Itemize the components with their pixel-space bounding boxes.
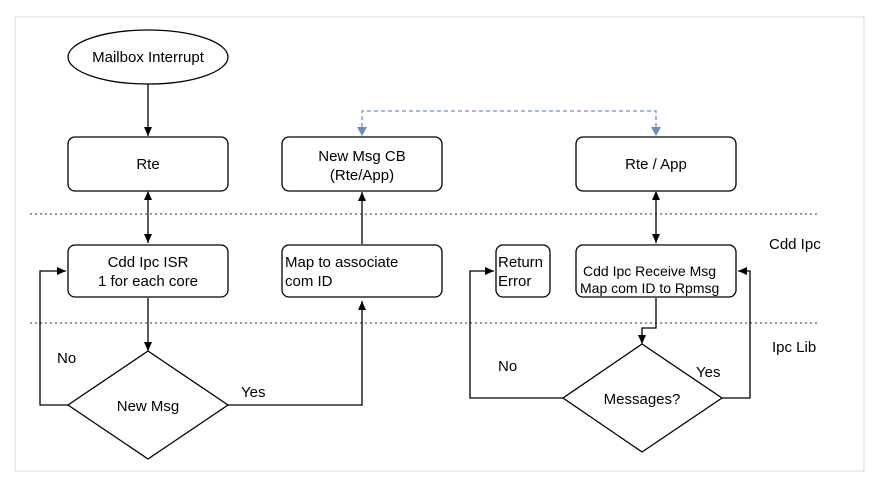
layer-label-cdd-ipc: Cdd Ipc bbox=[769, 236, 821, 253]
edge-receive-to-messages bbox=[638, 298, 657, 344]
edge-label-left-no: No bbox=[57, 350, 76, 367]
node-return-error-line1: Return bbox=[498, 254, 543, 271]
node-new-msg-cb-line2: (Rte/App) bbox=[330, 167, 394, 184]
edge-newmsg-no-loop bbox=[39, 267, 68, 406]
edge-label-left-yes: Yes bbox=[241, 384, 265, 401]
node-map-associate-line2: com ID bbox=[285, 273, 333, 290]
edge-messages-no bbox=[469, 267, 563, 399]
node-cdd-ipc-receive bbox=[575, 244, 737, 298]
node-cdd-ipc-isr bbox=[67, 244, 229, 298]
node-messages-decision-label: Messages? bbox=[604, 391, 681, 408]
edge-label-right-no: No bbox=[498, 358, 517, 375]
edge-label-right-yes: Yes bbox=[696, 364, 720, 381]
edge-messages-yes-loop bbox=[722, 267, 751, 399]
layer-label-ipc-lib: Ipc Lib bbox=[772, 339, 816, 356]
node-rte bbox=[67, 136, 229, 192]
edge-callback-rteapp-dashed bbox=[361, 110, 657, 134]
node-cdd-ipc-isr-line2: 1 for each core bbox=[98, 273, 198, 290]
node-map-associate-line1: Map to associate bbox=[285, 254, 398, 271]
node-new-msg-cb-line1: New Msg CB bbox=[318, 148, 406, 165]
node-rte-app-label: Rte / App bbox=[625, 156, 687, 173]
node-messages-decision bbox=[561, 343, 724, 453]
node-rte-label: Rte bbox=[136, 156, 159, 173]
dashed-arrowhead-right bbox=[651, 127, 661, 136]
node-new-msg-cb bbox=[281, 136, 443, 192]
node-cdd-ipc-receive-line2: Map com ID to Rpmsg bbox=[580, 280, 719, 296]
diagram-frame bbox=[14, 16, 865, 472]
node-return-error bbox=[495, 244, 551, 298]
node-new-msg-decision bbox=[66, 350, 230, 460]
node-mailbox-interrupt-label: Mailbox Interrupt bbox=[92, 49, 205, 66]
node-rte-app bbox=[575, 136, 737, 192]
edge-newmsg-yes bbox=[228, 301, 366, 406]
node-return-error-line2: Error bbox=[498, 273, 531, 290]
node-cdd-ipc-isr-line1: Cdd Ipc ISR bbox=[108, 254, 189, 271]
dashed-arrowhead-left bbox=[357, 127, 367, 136]
node-cdd-ipc-receive-line1: Cdd Ipc Receive Msg bbox=[583, 263, 716, 279]
node-mailbox-interrupt bbox=[67, 29, 229, 85]
node-map-associate bbox=[281, 244, 443, 298]
node-new-msg-decision-label: New Msg bbox=[117, 398, 180, 415]
